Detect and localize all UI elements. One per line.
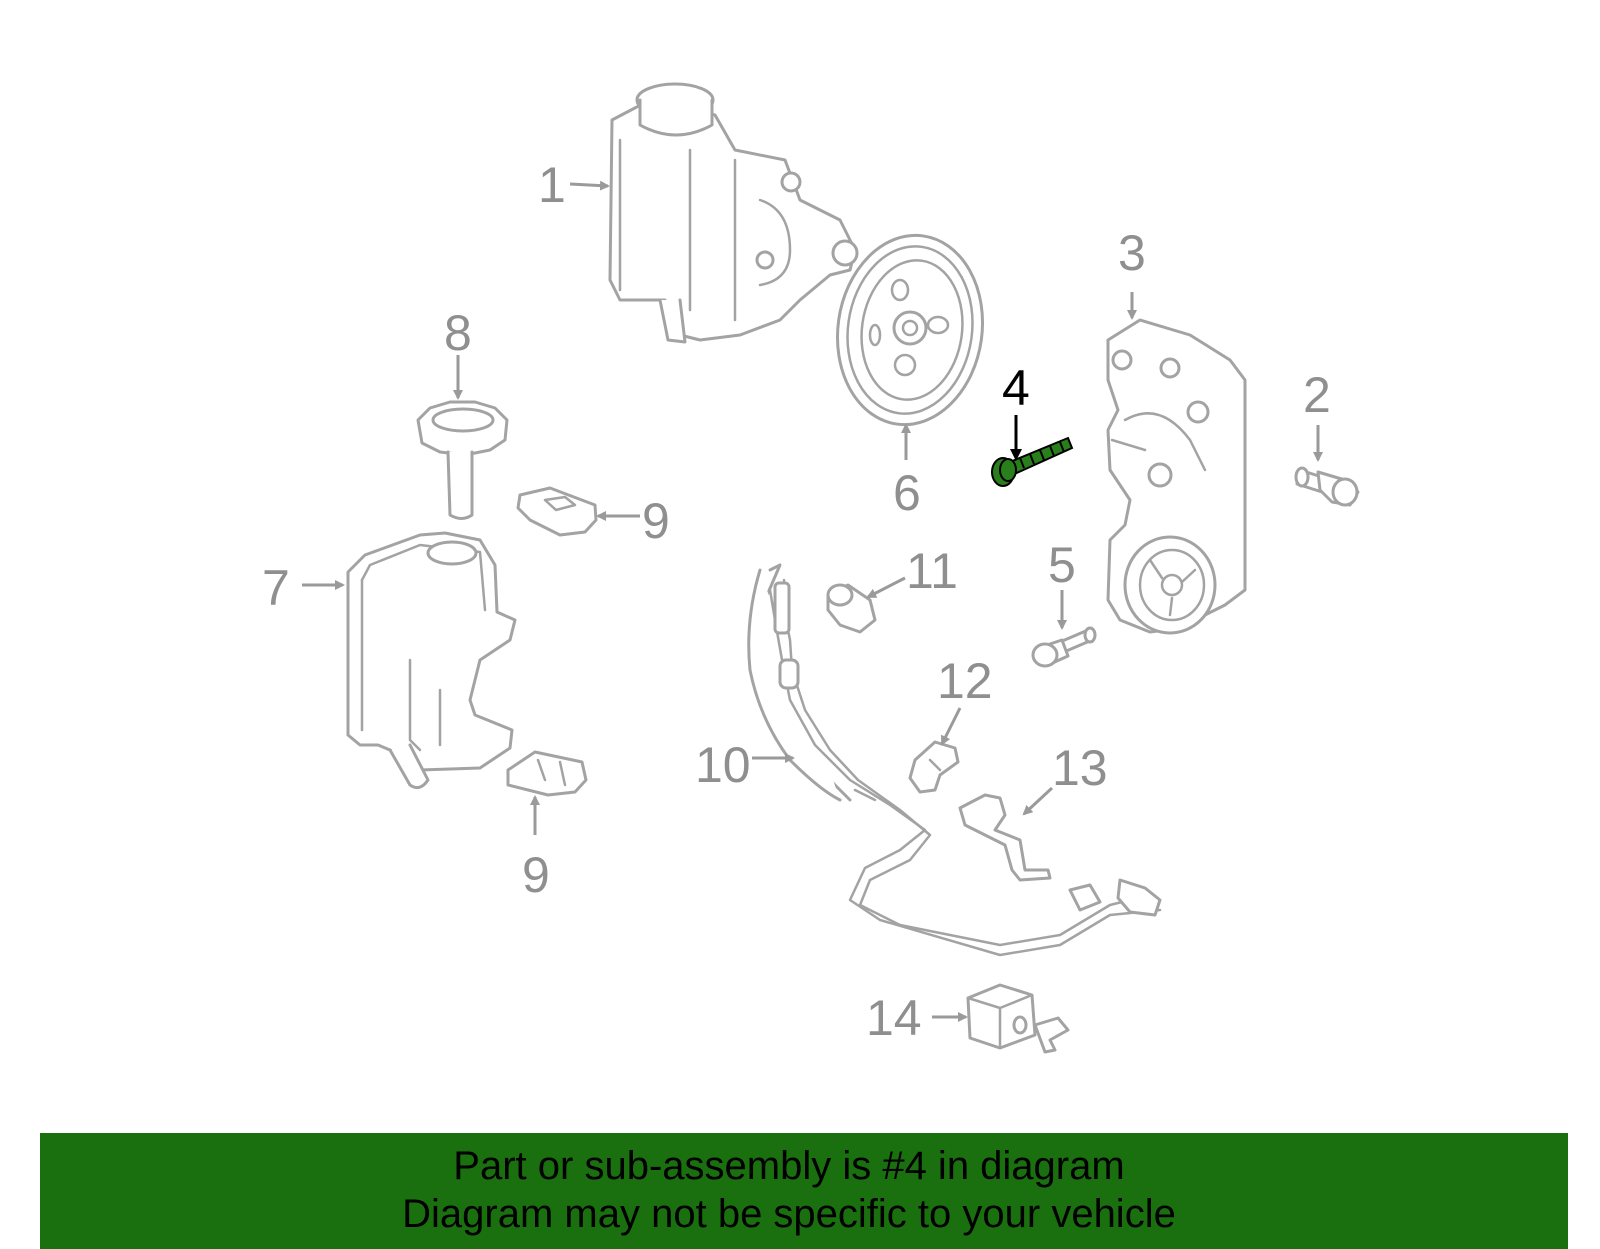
callout-number-8: 8: [444, 305, 472, 361]
part-13-bracket-clamp: [958, 793, 1052, 882]
part-6-pulley: [835, 233, 985, 427]
callout-number-12: 12: [937, 653, 993, 709]
callout-number-5: 5: [1048, 537, 1076, 593]
callout-number-9-top: 9: [642, 493, 670, 549]
callout-number-13: 13: [1052, 740, 1108, 796]
banner-line-vehicle-note: Diagram may not be specific to your vehi…: [402, 1192, 1176, 1236]
info-banner: Part or sub-assembly is #4 in diagram Di…: [40, 1133, 1568, 1249]
part-11-fitting: [826, 583, 877, 634]
callout-number-10: 10: [695, 737, 751, 793]
part-9-clip-top: [516, 486, 598, 537]
callout-number-4: 4: [1002, 360, 1030, 416]
callout-number-2: 2: [1303, 367, 1331, 423]
callout-number-14: 14: [866, 990, 922, 1046]
part-5-bolt: [1031, 626, 1097, 668]
banner-line-part-note: Part or sub-assembly is #4 in diagram: [453, 1144, 1125, 1188]
part-12-clamp: [908, 740, 960, 794]
callout-leaders: [302, 180, 1323, 1022]
part-1-power-steering-pump: [608, 82, 859, 344]
part-2-bolt: [1294, 466, 1360, 507]
part-4-bolt-highlighted: [991, 436, 1074, 487]
callout-number-9-bottom: 9: [522, 847, 550, 903]
part-7-reservoir: [346, 531, 517, 790]
part-9-clip-bottom: [506, 750, 588, 797]
part-8-reservoir-cap: [416, 400, 509, 520]
part-14-block: [966, 983, 1070, 1054]
callout-number-11: 11: [906, 543, 958, 599]
callout-number-1: 1: [538, 157, 566, 213]
part-3-mounting-bracket: [1106, 318, 1247, 635]
callout-number-6: 6: [893, 465, 921, 521]
callout-number-7: 7: [262, 560, 290, 616]
part-10-hose-assembly: [747, 563, 1162, 957]
callout-number-3: 3: [1118, 225, 1146, 281]
